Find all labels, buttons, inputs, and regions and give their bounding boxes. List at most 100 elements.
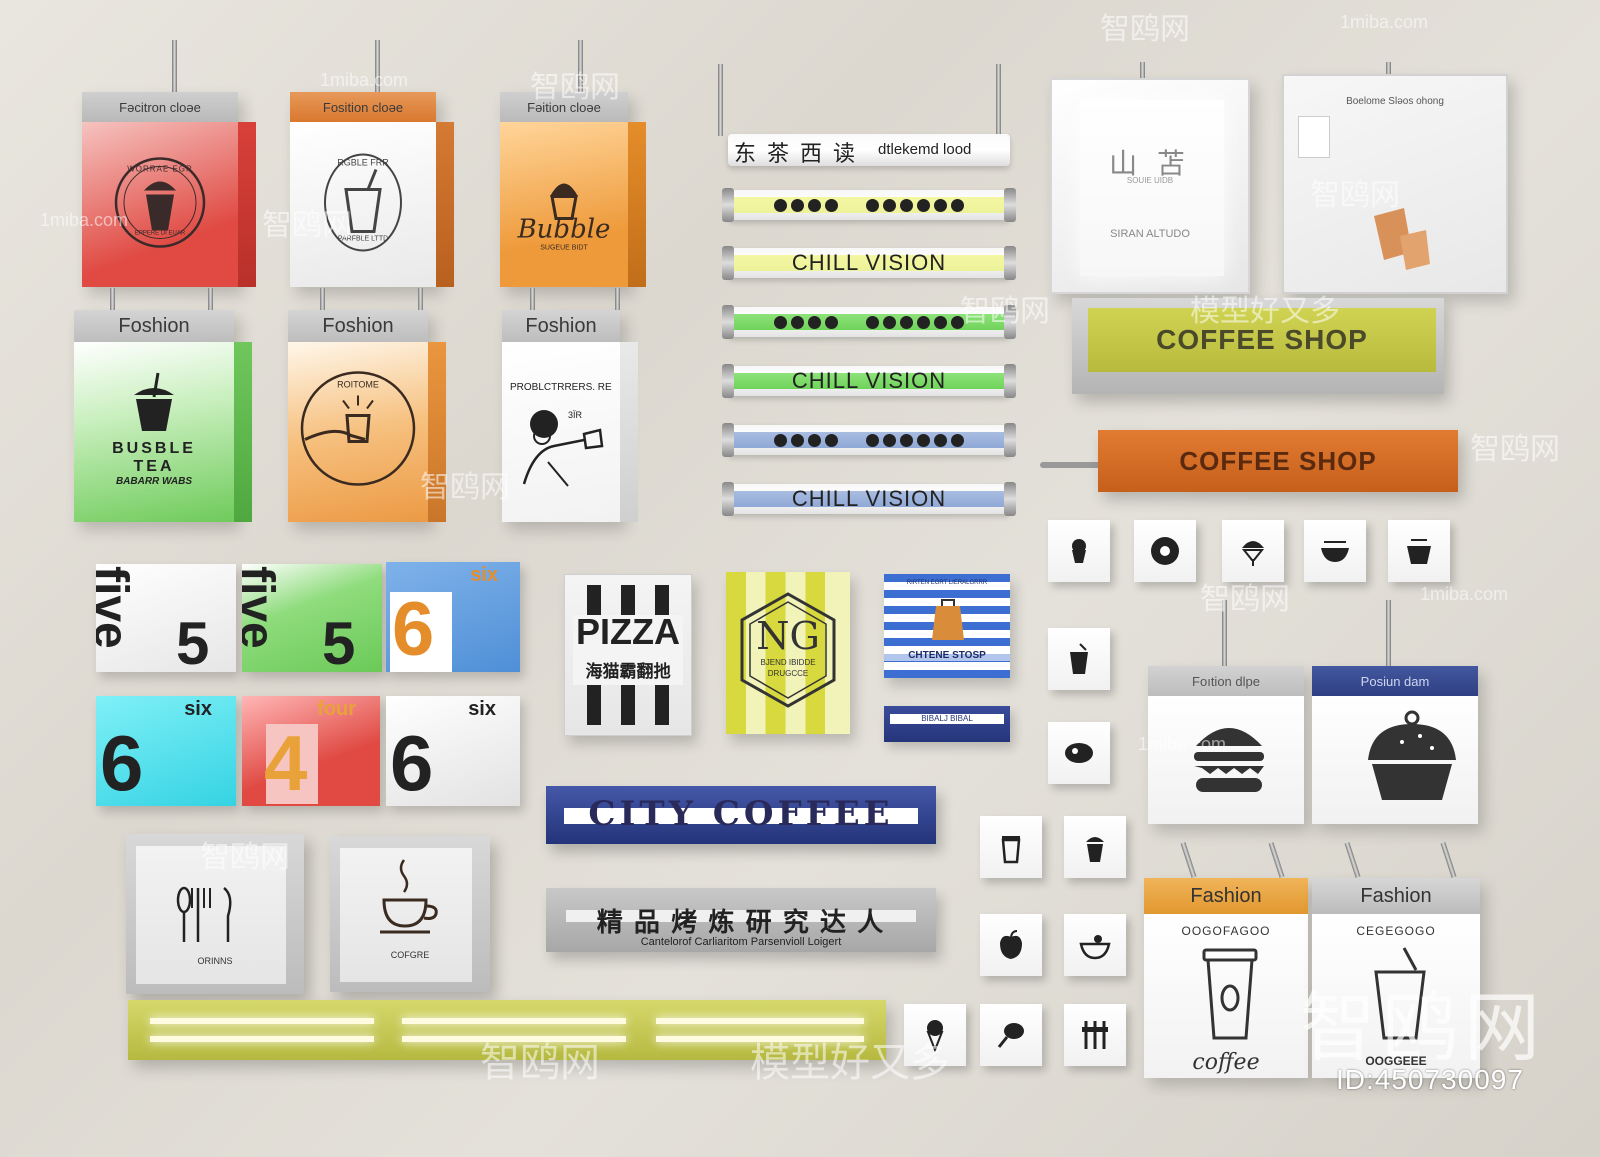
cube-cn-title: 山 苫 bbox=[1109, 148, 1191, 179]
led-strip-sign bbox=[128, 1000, 886, 1060]
watermark-brand: 智鸥网 bbox=[1200, 583, 1290, 616]
bubble-cup-icon bbox=[114, 157, 206, 248]
steaming-cup-icon bbox=[380, 859, 438, 934]
tube-sign-yellow-dots bbox=[722, 188, 1016, 222]
number-cube-six-white: six 6 bbox=[386, 696, 520, 806]
tube-sign-blue-chill: CHILL VISION bbox=[722, 482, 1016, 516]
coffee-cup-icon bbox=[1001, 836, 1021, 864]
number-cube-five-white: five 5 bbox=[96, 564, 236, 672]
watermark-brand: 智鸥网 bbox=[960, 295, 1050, 328]
hanging-rod bbox=[1386, 600, 1391, 666]
dining-label: ORINNS bbox=[197, 956, 233, 966]
lightbox-label: Fashion bbox=[1312, 878, 1480, 914]
bracket-arm bbox=[1040, 462, 1100, 468]
tube-en-text: dtlekemd lood bbox=[878, 141, 972, 158]
banner-sub-text: Cantelorof Carliaritom Parsenvioll Loige… bbox=[640, 936, 842, 948]
chinese-banner-sign: 精 品 烤 炼 研 究 达 人 Cantelorof Carliaritom P… bbox=[546, 888, 936, 952]
fashion-bottom-text: coffee bbox=[1192, 1050, 1260, 1075]
chill-vision-text: CHILL VISION bbox=[791, 486, 947, 511]
icon-tile bbox=[980, 1004, 1042, 1066]
hexagon-emblem-icon bbox=[740, 592, 836, 708]
cup-ring-emblem: RGBLE FRR PARFBLE LTTD bbox=[318, 148, 408, 263]
hanging-rod bbox=[615, 288, 620, 310]
tube-sign-blue-dots bbox=[722, 423, 1016, 457]
hanging-rod bbox=[1222, 600, 1227, 666]
fashion-ring-text: OOGOFAGOO bbox=[1181, 924, 1271, 938]
ice-cream-cone-icon bbox=[926, 1020, 944, 1052]
illustration-caption: PROBLCTRRERS. RE bbox=[510, 382, 612, 393]
tube-sign-green-chill: CHILL VISION bbox=[722, 364, 1016, 398]
green-bubble-tea-lightbox: Foshion BUSBLE TEA BABARR WABS bbox=[74, 310, 252, 522]
fashion-bottom-text: OOGGEEE bbox=[1365, 1054, 1427, 1068]
peach-coffee-lightbox: Foshion ROITOME bbox=[288, 310, 446, 522]
cube-word: six bbox=[470, 564, 498, 586]
bubble-tea-line2: TEA bbox=[133, 457, 175, 475]
cup-badge-emblem: WORRAE EGR EPPERE DI EUAR bbox=[110, 153, 210, 258]
tube-cn-text: 东 茶 西 读 bbox=[734, 142, 857, 167]
watermark-brand: 智鸥网 bbox=[420, 471, 510, 504]
lightbox-label: Fəcitron cloəe bbox=[82, 92, 238, 122]
soup-bowl-icon bbox=[1079, 935, 1111, 960]
icon-tile bbox=[1304, 520, 1366, 582]
coffee-shop-orange-sign: COFFEE SHOP bbox=[1098, 430, 1458, 492]
chill-vision-text: CHILL VISION bbox=[791, 250, 947, 275]
cutlery-icon bbox=[176, 886, 232, 942]
hanging-rod bbox=[208, 288, 213, 310]
icon-tile bbox=[1064, 914, 1126, 976]
badge-ring-text: RGBLE FRR bbox=[337, 157, 389, 168]
watermark-domain: 1miba.com bbox=[1138, 734, 1227, 754]
badge-bottom-text: PARFBLE LTTD bbox=[337, 235, 389, 243]
watermark-brand: 智鸥网 bbox=[1310, 179, 1400, 212]
cupcake-icon bbox=[1368, 710, 1456, 800]
tea-cup-icon bbox=[134, 372, 174, 431]
hanging-rod bbox=[172, 40, 177, 92]
coffee-label: COFGRE bbox=[390, 950, 430, 960]
pizza-title: PIZZA bbox=[576, 611, 680, 652]
fashion-drink-lightbox: Fashion CEGEGOGO OOGGEEE bbox=[1312, 878, 1480, 1078]
cube-digit: 6 bbox=[390, 719, 434, 806]
white-illustration-lightbox: Foshion PROBLCTRRERS. RE 3ЇR bbox=[502, 310, 638, 522]
icon-tile bbox=[904, 1004, 966, 1066]
dining-lightbox: ORINNS bbox=[126, 834, 304, 994]
coffee-shop-olive-sign: COFFEE SHOP bbox=[1072, 298, 1444, 394]
cube-foot: SIRAN ALTUDO bbox=[1110, 228, 1190, 240]
burger-lightbox: Foıtion dlpe bbox=[1148, 666, 1304, 824]
coffee-lightbox: COFGRE bbox=[330, 836, 490, 992]
badge-ring-text: ROITOME bbox=[337, 379, 379, 390]
cupcake-lightbox: Posiun dam bbox=[1312, 666, 1478, 824]
white-orange-lightbox: Fosition cloəe RGBLE FRR PARFBLE LTTD bbox=[290, 92, 454, 287]
cube-word: five bbox=[96, 566, 137, 649]
cube-word: five bbox=[242, 566, 283, 649]
illustration-tag: 3ЇR bbox=[568, 410, 583, 420]
cube-digit: 6 bbox=[100, 719, 144, 806]
chinese-stop-lightbox: RIRTEN EGRT LIERALGRRR CHTENE STOSP bbox=[884, 574, 1010, 678]
icon-tile bbox=[1048, 520, 1110, 582]
icon-tile bbox=[980, 816, 1042, 878]
badge-ring-text: WORRAE EGR bbox=[127, 164, 193, 174]
cube-word: four bbox=[317, 698, 356, 720]
cold-drink-icon bbox=[1374, 947, 1426, 1040]
hanging-rod bbox=[1440, 842, 1457, 878]
lightbox-label: Foshion bbox=[74, 310, 234, 342]
stop-top-text: RIRTEN EGRT LIERALGRRR bbox=[906, 580, 988, 586]
lightbox-label: Posiun dam bbox=[1312, 666, 1478, 696]
hanging-rod bbox=[1386, 62, 1391, 78]
watermark-brand: 智鸥网 bbox=[1470, 433, 1560, 466]
cube-digit: 5 bbox=[322, 610, 356, 673]
city-coffee-text: CITY COFFEE bbox=[588, 794, 894, 834]
takeaway-coffee-icon bbox=[1202, 948, 1258, 1040]
icon-tile bbox=[1064, 816, 1126, 878]
frosted-cube-lightbox: 山 苫 SOUIE UIDB SIRAN ALTUDO bbox=[1050, 78, 1250, 294]
drumstick-icon bbox=[997, 1023, 1024, 1048]
city-coffee-sign: CITY COFFEE bbox=[546, 786, 936, 844]
watermark-brand: 智鸥网 bbox=[530, 71, 620, 104]
icon-tile bbox=[1048, 628, 1110, 690]
cube-digit: 5 bbox=[176, 610, 210, 673]
ng-monogram: NG bbox=[756, 614, 820, 658]
hanging-rod bbox=[418, 288, 423, 310]
burger-icon bbox=[1194, 728, 1264, 792]
coffee-bag-icon bbox=[932, 599, 964, 640]
navy-strip-sign: BIBALJ BIBAL bbox=[884, 706, 1010, 742]
skewer-icon bbox=[1082, 1021, 1108, 1049]
watermark-brand: 智鸥网 bbox=[200, 841, 290, 874]
